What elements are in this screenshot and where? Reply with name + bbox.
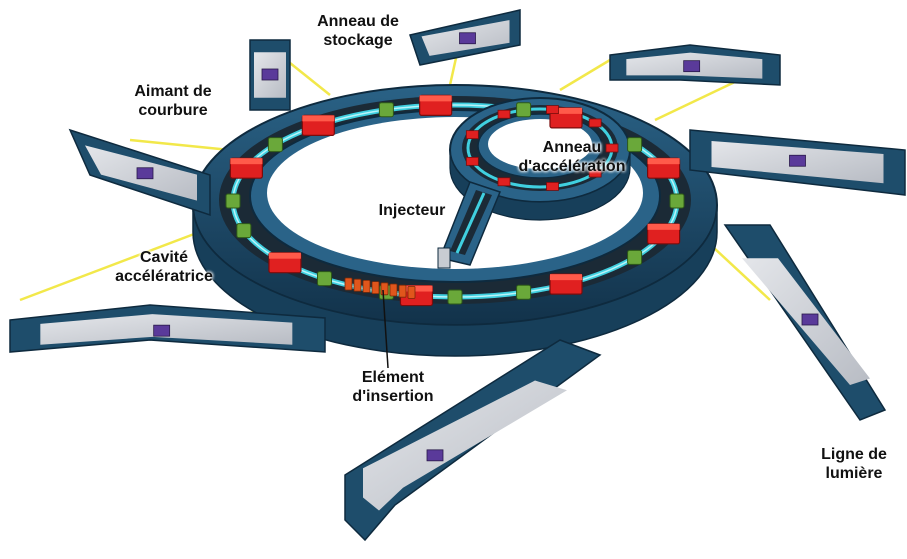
light-beam — [559, 58, 611, 92]
bending-magnet-top — [302, 115, 335, 122]
experimental-hutches — [9, 9, 906, 542]
hutch-east — [689, 129, 906, 196]
undulator-pole — [362, 279, 371, 293]
bending-magnet-top — [230, 158, 263, 165]
hutch-instrument — [153, 324, 171, 337]
undulator-pole — [398, 284, 407, 298]
label-bending-magnet-line-2: courbure — [138, 102, 208, 119]
booster-magnet — [497, 109, 511, 119]
quadrupole-magnet — [447, 289, 463, 305]
hutch-floor — [363, 380, 567, 511]
insertion-device — [344, 277, 416, 299]
quadrupole-magnet — [516, 284, 532, 300]
hutch-instrument — [459, 32, 476, 45]
hutch-instrument — [136, 167, 154, 180]
linac-injector — [437, 181, 501, 269]
bending-magnet-top — [400, 285, 433, 292]
booster-courtyard — [488, 119, 592, 169]
quadrupole-magnet — [317, 271, 333, 287]
hutch-south — [344, 339, 602, 542]
undulator-pole — [389, 283, 398, 297]
bending-magnet-top — [550, 107, 582, 114]
label-rf-cavity-line-2: accélératrice — [115, 268, 213, 285]
hutch-west — [9, 304, 326, 353]
label-beamline-line-1: Ligne de — [821, 446, 887, 463]
undulator-pole — [353, 278, 362, 292]
linac-end-block — [437, 247, 451, 269]
label-booster-ring-line-1: Anneau — [542, 139, 602, 156]
bending-magnet-top — [268, 252, 301, 259]
hutch-southeast — [723, 224, 887, 421]
label-rf-cavity-line-1: Cavité — [139, 249, 189, 266]
booster-magnet — [546, 105, 559, 114]
label-storage-ring: Anneau de stockage — [298, 12, 418, 50]
bending-magnet-top — [419, 95, 452, 102]
hutch-instrument — [789, 154, 806, 167]
label-injector: Injecteur — [362, 201, 462, 220]
quadrupole-magnet — [267, 137, 283, 153]
undulator-pole — [380, 282, 389, 296]
hutch-instrument — [683, 60, 701, 73]
label-rf-cavity: Cavité accélératrice — [104, 248, 224, 286]
label-beamline-line-2: lumière — [825, 465, 883, 482]
hutch-instrument — [801, 313, 819, 326]
quadrupole-magnet — [516, 102, 532, 118]
label-bending-magnet: Aimant de courbure — [118, 82, 228, 120]
hutch-west-upper — [68, 128, 211, 217]
leader-line-insertion — [382, 289, 389, 369]
quadrupole-magnet — [669, 193, 685, 209]
hutch-northeast — [609, 44, 781, 86]
hutch-northwest — [249, 39, 291, 111]
label-booster-ring: Anneau d'accélération — [502, 138, 642, 176]
label-bending-magnet-line-1: Aimant de — [134, 83, 212, 100]
hutch-instrument — [261, 68, 279, 81]
quadrupole-magnet — [627, 137, 643, 153]
light-beam — [19, 226, 211, 302]
bending-magnet-top — [647, 158, 680, 165]
label-beamline: Ligne de lumière — [808, 445, 900, 483]
linac-beam-pipe — [455, 192, 486, 254]
label-insertion-device-line-2: d'insertion — [352, 388, 434, 405]
quadrupole-magnet — [236, 223, 252, 239]
label-insertion-device: Elément d'insertion — [338, 368, 448, 406]
booster-magnet — [465, 156, 479, 166]
label-insertion-device-line-1: Elément — [361, 369, 425, 386]
label-storage-ring-line-2: stockage — [323, 32, 393, 49]
booster-magnet — [465, 130, 479, 140]
booster-magnet — [546, 182, 559, 191]
quadrupole-magnet — [627, 249, 643, 265]
bending-magnet-top — [647, 223, 680, 230]
booster-magnet — [588, 168, 602, 178]
undulator-pole — [344, 277, 353, 291]
hutch-north — [409, 9, 521, 66]
label-booster-ring-line-2: d'accélération — [518, 158, 626, 175]
booster-magnet — [588, 118, 602, 128]
ring-components — [225, 94, 685, 307]
quadrupole-magnet — [378, 102, 394, 118]
undulator-pole — [407, 285, 416, 299]
booster-magnet — [497, 177, 511, 187]
label-storage-ring-line-1: Anneau de — [317, 13, 399, 30]
bending-magnet-top — [550, 274, 582, 281]
label-injector-line-1: Injecteur — [378, 202, 446, 219]
booster-magnet — [605, 143, 619, 153]
light-beam — [129, 138, 231, 152]
hutch-instrument — [426, 449, 444, 462]
quadrupole-magnet — [225, 193, 241, 209]
undulator-pole — [371, 281, 380, 295]
